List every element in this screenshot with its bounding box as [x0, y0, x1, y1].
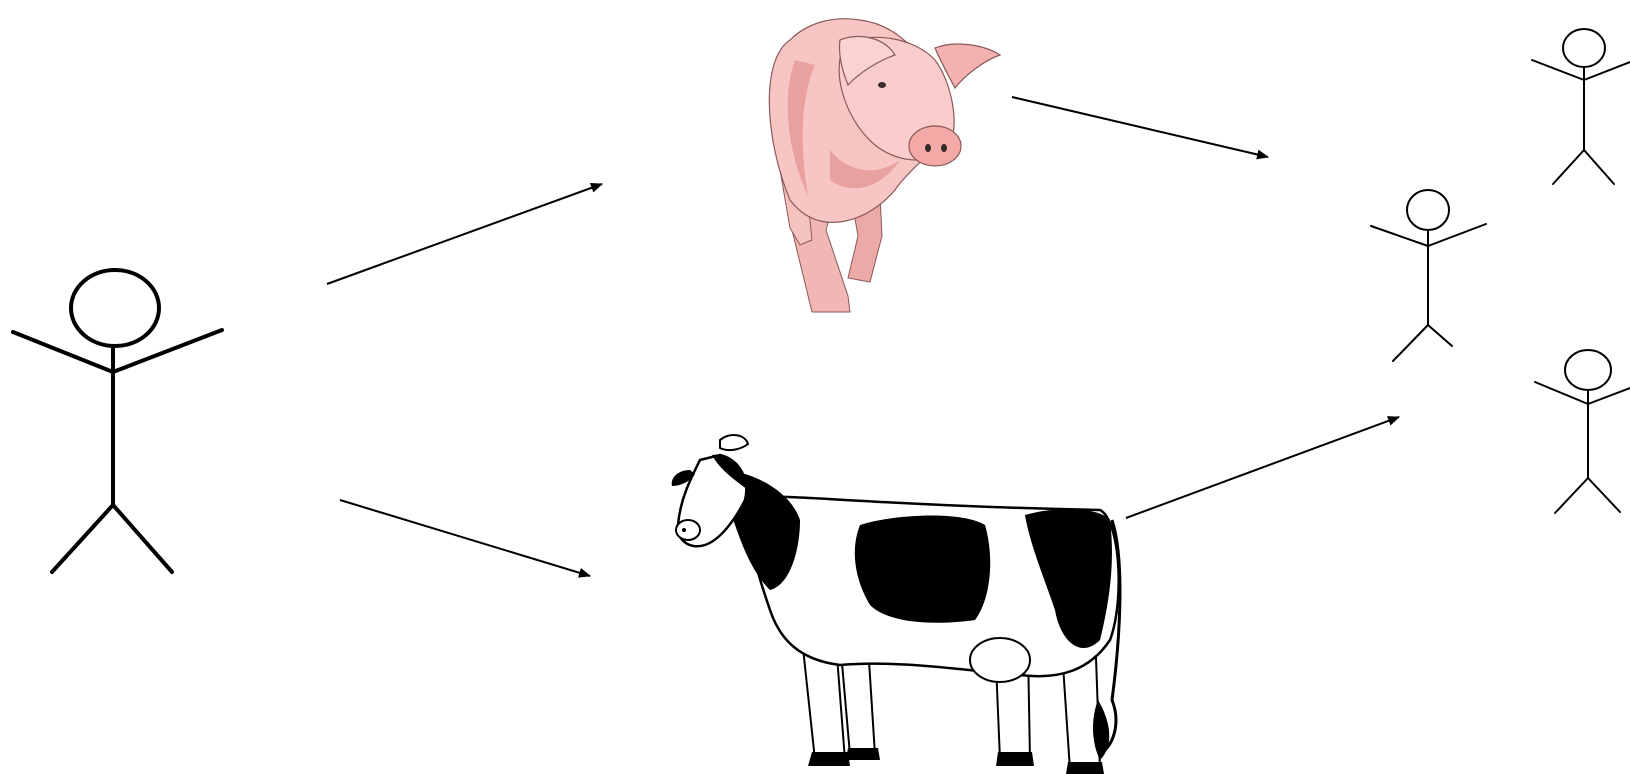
cow-icon	[671, 434, 1122, 774]
stick-figure-icon	[11, 268, 224, 574]
stick-figure-icon	[1531, 28, 1630, 185]
arrow-source-to-pig	[326, 183, 603, 285]
stick-figure-icon	[1534, 349, 1630, 514]
arrow-source-to-cow	[339, 499, 591, 578]
stick-figure-icon	[1370, 189, 1487, 362]
pig-icon	[768, 18, 1002, 313]
arrow-cow-to-target	[1125, 416, 1400, 519]
arrow-pig-to-target	[1011, 96, 1269, 160]
